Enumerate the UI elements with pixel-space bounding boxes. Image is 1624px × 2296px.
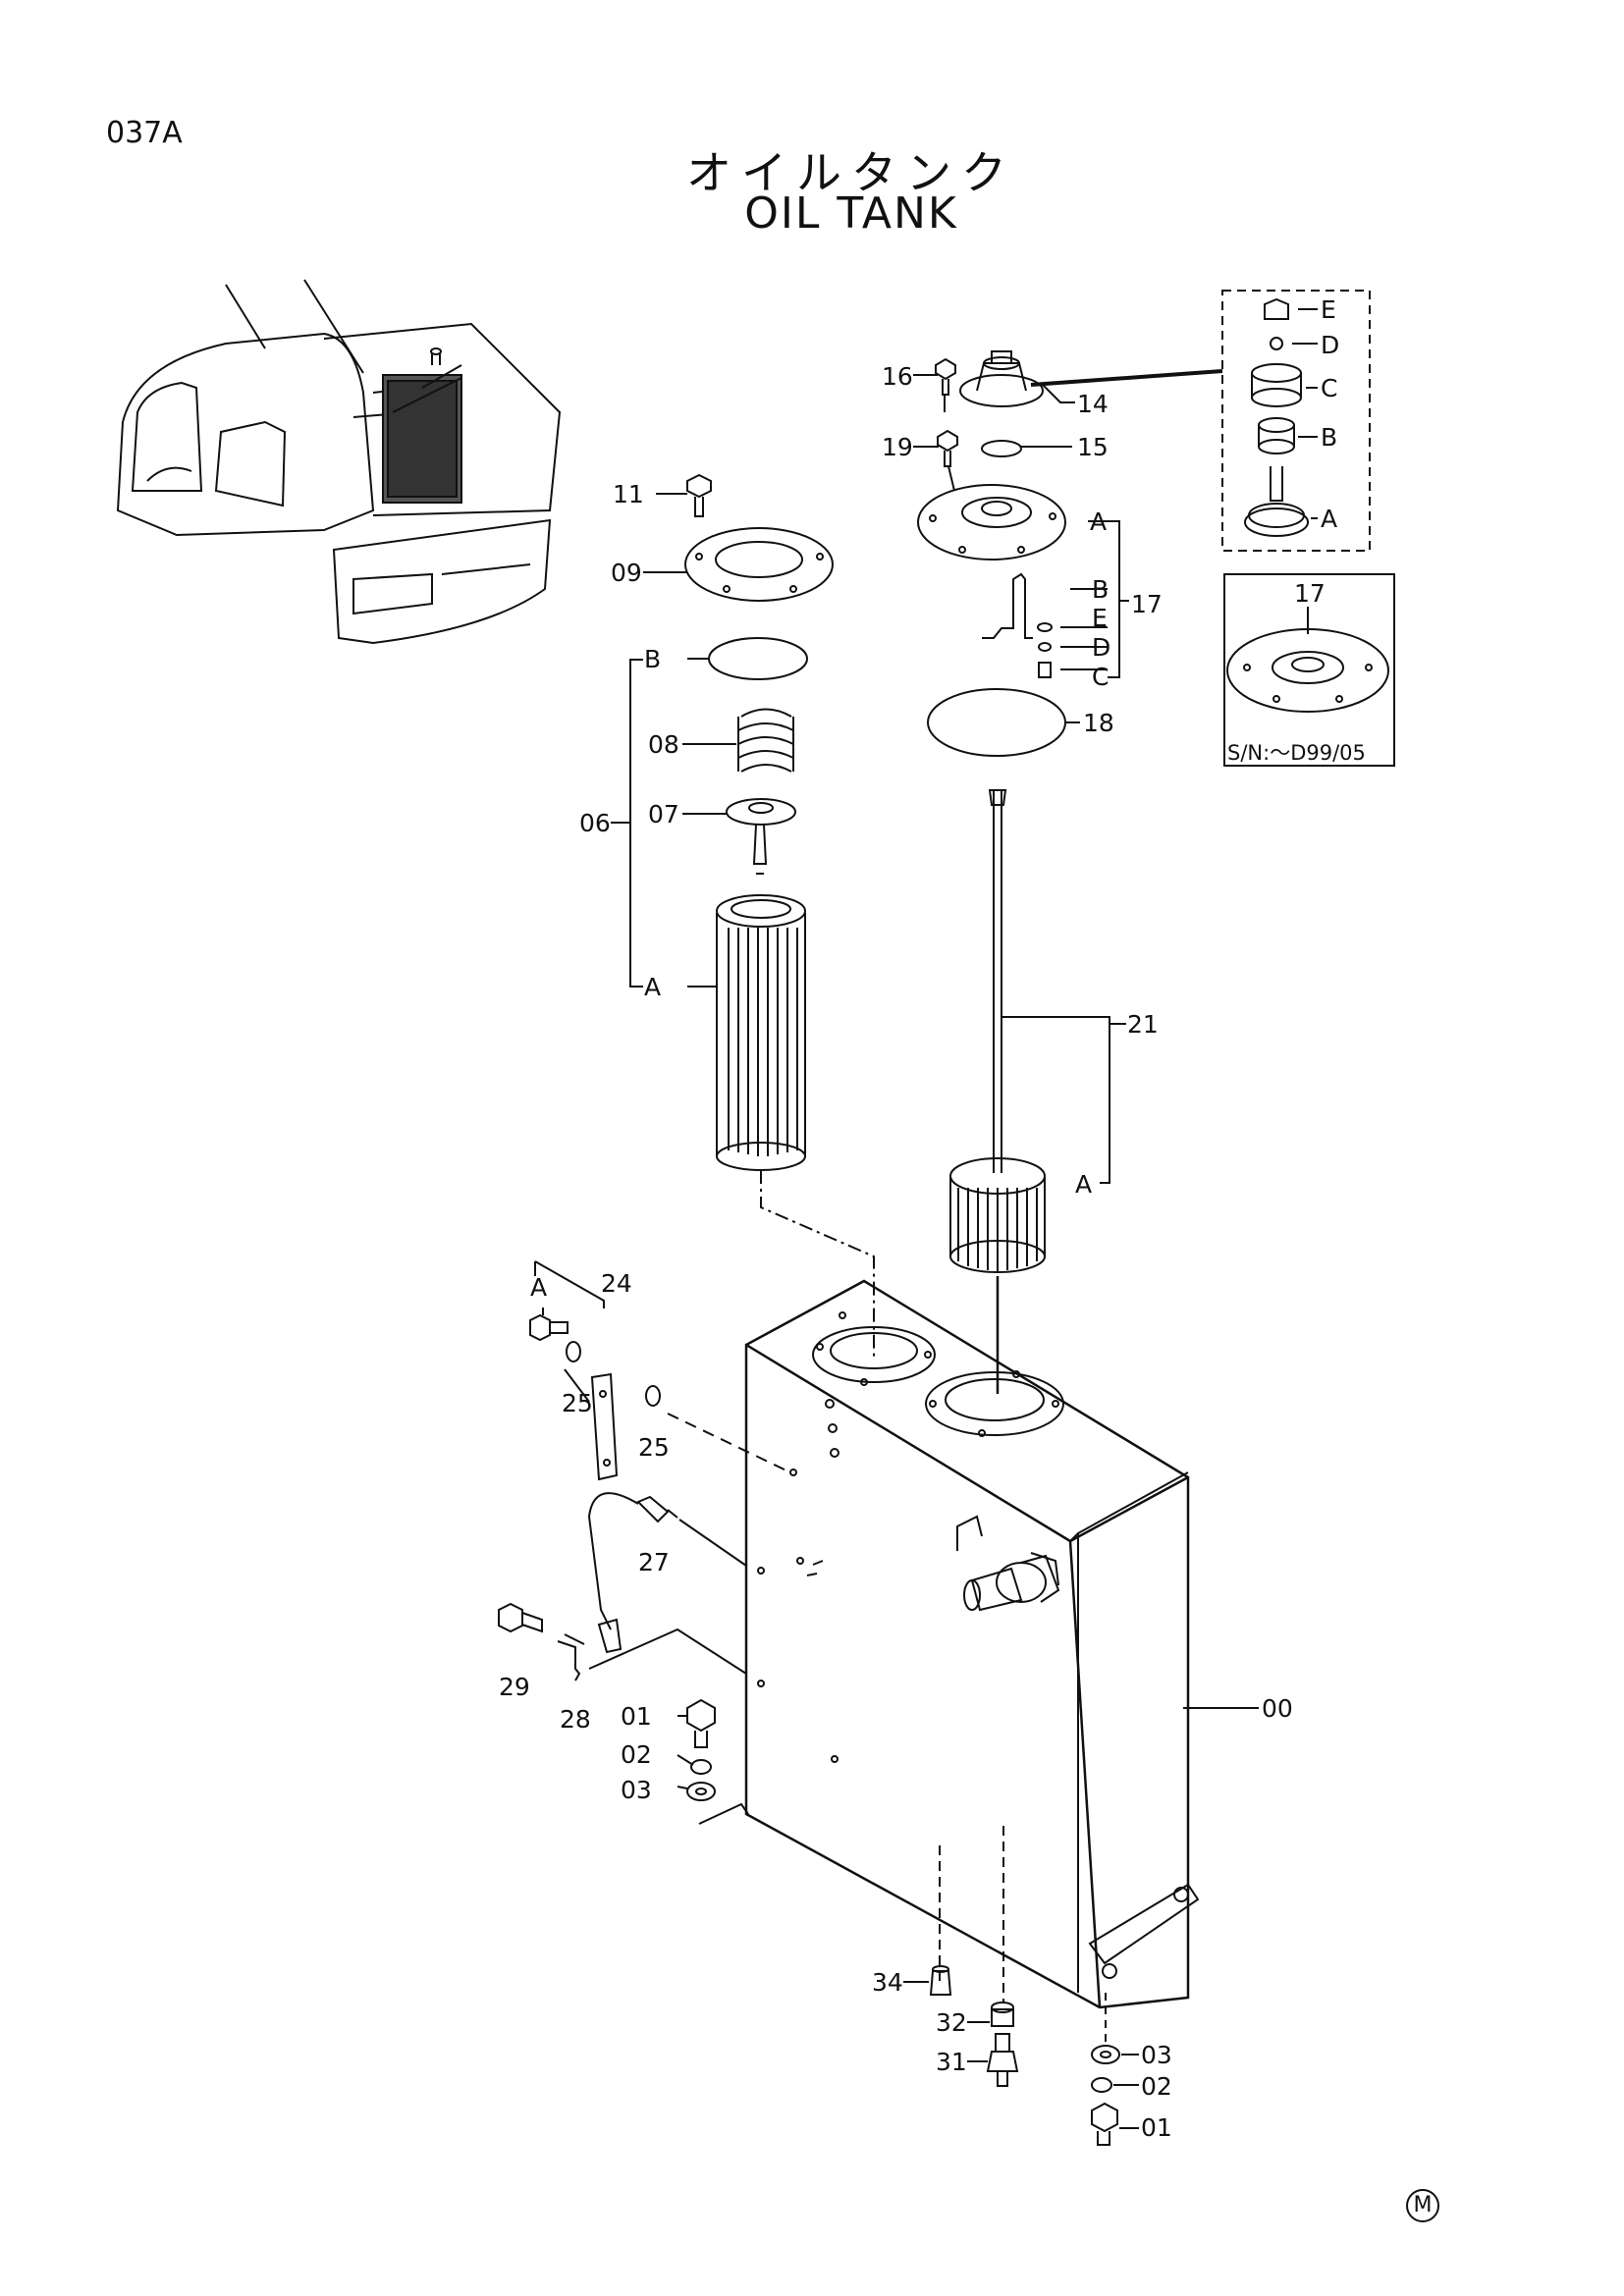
label-27: 27 xyxy=(638,1548,670,1576)
label-19: 19 xyxy=(882,433,913,461)
label-02-right: 02 xyxy=(1141,2072,1172,2101)
serial-note: S/N:～D99/05 xyxy=(1227,741,1366,765)
label-B-inset: B xyxy=(1321,423,1337,452)
label-00: 00 xyxy=(1262,1694,1293,1723)
label-31: 31 xyxy=(936,2048,967,2076)
side-parts xyxy=(498,1260,791,1825)
drain-plugs xyxy=(903,1965,1019,2087)
label-C-bolt: C xyxy=(1092,663,1109,691)
foot-fasteners xyxy=(1091,1993,1139,2146)
label-16: 16 xyxy=(882,362,913,391)
label-18: 18 xyxy=(1083,709,1114,737)
circled-m-mark: M xyxy=(1406,2189,1439,2222)
label-25-left: 25 xyxy=(562,1389,593,1417)
label-01-right: 01 xyxy=(1141,2113,1172,2142)
excavator-locator-illustration xyxy=(116,279,562,645)
label-06: 06 xyxy=(579,809,611,837)
label-A-filter: A xyxy=(644,973,661,1001)
label-A-inset: A xyxy=(1321,505,1337,533)
label-24: 24 xyxy=(601,1269,632,1298)
label-08: 08 xyxy=(648,730,679,759)
label-A-strainer: A xyxy=(1075,1170,1092,1199)
label-D-inset: D xyxy=(1321,331,1339,359)
label-25-right: 25 xyxy=(638,1433,670,1462)
page-code: 037A xyxy=(106,116,183,150)
label-28: 28 xyxy=(560,1705,591,1734)
label-07: 07 xyxy=(648,800,679,828)
label-D-washer: D xyxy=(1092,633,1110,662)
cap-parts-inset xyxy=(1221,290,1371,552)
label-E-washer: E xyxy=(1092,604,1108,632)
label-03-left: 03 xyxy=(621,1776,652,1804)
label-02-left: 02 xyxy=(621,1740,652,1769)
label-11: 11 xyxy=(613,480,644,508)
label-15: 15 xyxy=(1077,433,1109,461)
label-C-inset: C xyxy=(1321,374,1337,402)
label-34: 34 xyxy=(872,1968,903,1997)
label-A-flange: A xyxy=(1090,507,1107,536)
page-title-english: OIL TANK xyxy=(744,188,958,239)
label-03-right: 03 xyxy=(1141,2041,1172,2069)
page-title-japanese: オイルタンク xyxy=(686,146,1016,199)
oil-tank-body xyxy=(744,1279,1200,2009)
label-14: 14 xyxy=(1077,390,1109,418)
label-17: 17 xyxy=(1131,590,1163,618)
label-21: 21 xyxy=(1127,1010,1159,1039)
label-29: 29 xyxy=(499,1673,530,1701)
label-01-left: 01 xyxy=(621,1702,652,1731)
flange-serial-inset xyxy=(1223,573,1395,767)
label-09: 09 xyxy=(611,559,642,587)
label-E-inset: E xyxy=(1321,295,1336,324)
label-B-bracket: B xyxy=(1092,575,1109,604)
breather-assembly xyxy=(917,350,1129,757)
part-labels: 11 09 B 08 07 06 A 16 14 19 15 A B 17 E … xyxy=(499,295,1366,2142)
label-B-filter: B xyxy=(644,645,661,673)
suction-strainer-assembly xyxy=(949,789,1110,1273)
label-32: 32 xyxy=(936,2008,967,2037)
label-17-inset: 17 xyxy=(1294,579,1326,608)
label-A-bolt: A xyxy=(530,1273,547,1302)
return-filter-assembly xyxy=(629,473,834,1171)
